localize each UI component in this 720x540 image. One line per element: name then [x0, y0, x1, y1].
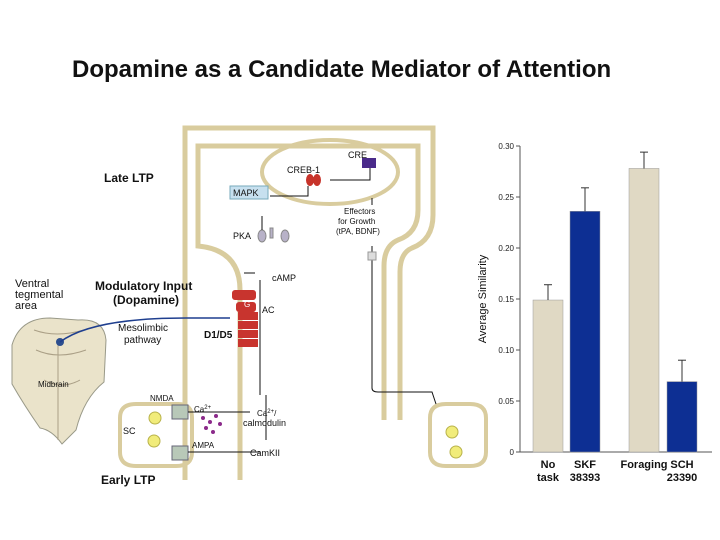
vta-label-3: area: [15, 300, 38, 312]
pathway-arrows: [188, 168, 437, 453]
mesolimbic-label-1: Mesolimbic: [118, 323, 168, 334]
camp-label: cAMP: [272, 273, 296, 283]
d1d5-label: D1/D5: [204, 330, 233, 341]
midbrain-illustration: [11, 317, 107, 445]
mesolimbic-pathway: [59, 317, 230, 343]
y-tick-label: 0.10: [498, 346, 514, 355]
category-label: 38393: [570, 472, 601, 484]
y-tick-label: 0.30: [498, 142, 514, 151]
cre-label: CRE: [348, 150, 367, 160]
early-ltp-label: Early LTP: [101, 473, 155, 487]
creb-dimer-left: [306, 174, 314, 186]
pka-label: PKA: [233, 231, 251, 241]
effector-box: [367, 251, 377, 261]
pka-subunits: [257, 227, 290, 243]
ampa-label: AMPA: [192, 441, 215, 450]
y-tick-label: 0.15: [498, 295, 514, 304]
nucleus: [260, 138, 400, 206]
category-label: SCH: [670, 459, 693, 471]
d1d5-receptor: [232, 290, 258, 347]
vta-label-1: Ventral: [15, 278, 49, 290]
cell-inner-outline: [195, 143, 421, 480]
midbrain-label: Midbrain: [38, 380, 69, 389]
y-axis-label: Average Similarity: [477, 254, 489, 343]
ca-calmodulin-label: Ca2+/: [257, 409, 277, 418]
creb-label: CREB-1: [287, 165, 320, 175]
calmodulin-label: calmodulin: [243, 418, 286, 428]
ac-label: AC: [262, 305, 275, 315]
category-label: No: [541, 459, 556, 471]
category-label: Foraging: [620, 459, 667, 471]
bar: [628, 168, 660, 453]
creb-dimer-right: [313, 174, 321, 186]
mesolimbic-label-2: pathway: [124, 335, 161, 346]
calcium-ions: [201, 414, 222, 434]
mapk-box: [229, 185, 269, 200]
dopamine-label: (Dopamine): [113, 293, 179, 307]
nmda-label: NMDA: [150, 394, 174, 403]
y-tick-label: 0.05: [498, 397, 514, 406]
ampa-channel: [171, 445, 189, 461]
cell-outline: [182, 125, 436, 480]
cre-box: [362, 158, 376, 168]
late-ltp-label: Late LTP: [104, 171, 154, 185]
y-tick-label: 0.25: [498, 193, 514, 202]
y-tick-label: 0.20: [498, 244, 514, 253]
sc-label: SC: [123, 426, 136, 436]
synaptic-vesicles: [147, 411, 463, 459]
presynaptic-terminal-right: [428, 402, 488, 468]
y-tick-label: 0: [510, 448, 515, 457]
bar: [532, 299, 564, 453]
bar: [569, 211, 601, 453]
ca-label: Ca2+: [194, 405, 212, 414]
category-label: SKF: [574, 459, 596, 471]
slide-title: Dopamine as a Candidate Mediator of Atte…: [72, 56, 612, 83]
effectors-label-2: for Growth: [338, 217, 375, 226]
vta-label-2: tegmental: [15, 289, 63, 301]
modulatory-input-label: Modulatory Input: [95, 279, 192, 293]
camkii-label: CamKII: [250, 448, 280, 458]
effectors-label-1: Effectors: [344, 207, 375, 216]
g-label: G: [244, 300, 250, 309]
category-label: task: [537, 472, 560, 484]
bar: [666, 381, 698, 453]
mapk-label: MAPK: [233, 188, 259, 198]
effectors-label-3: (tPA, BDNF): [336, 227, 380, 236]
category-label: 23390: [667, 472, 698, 484]
